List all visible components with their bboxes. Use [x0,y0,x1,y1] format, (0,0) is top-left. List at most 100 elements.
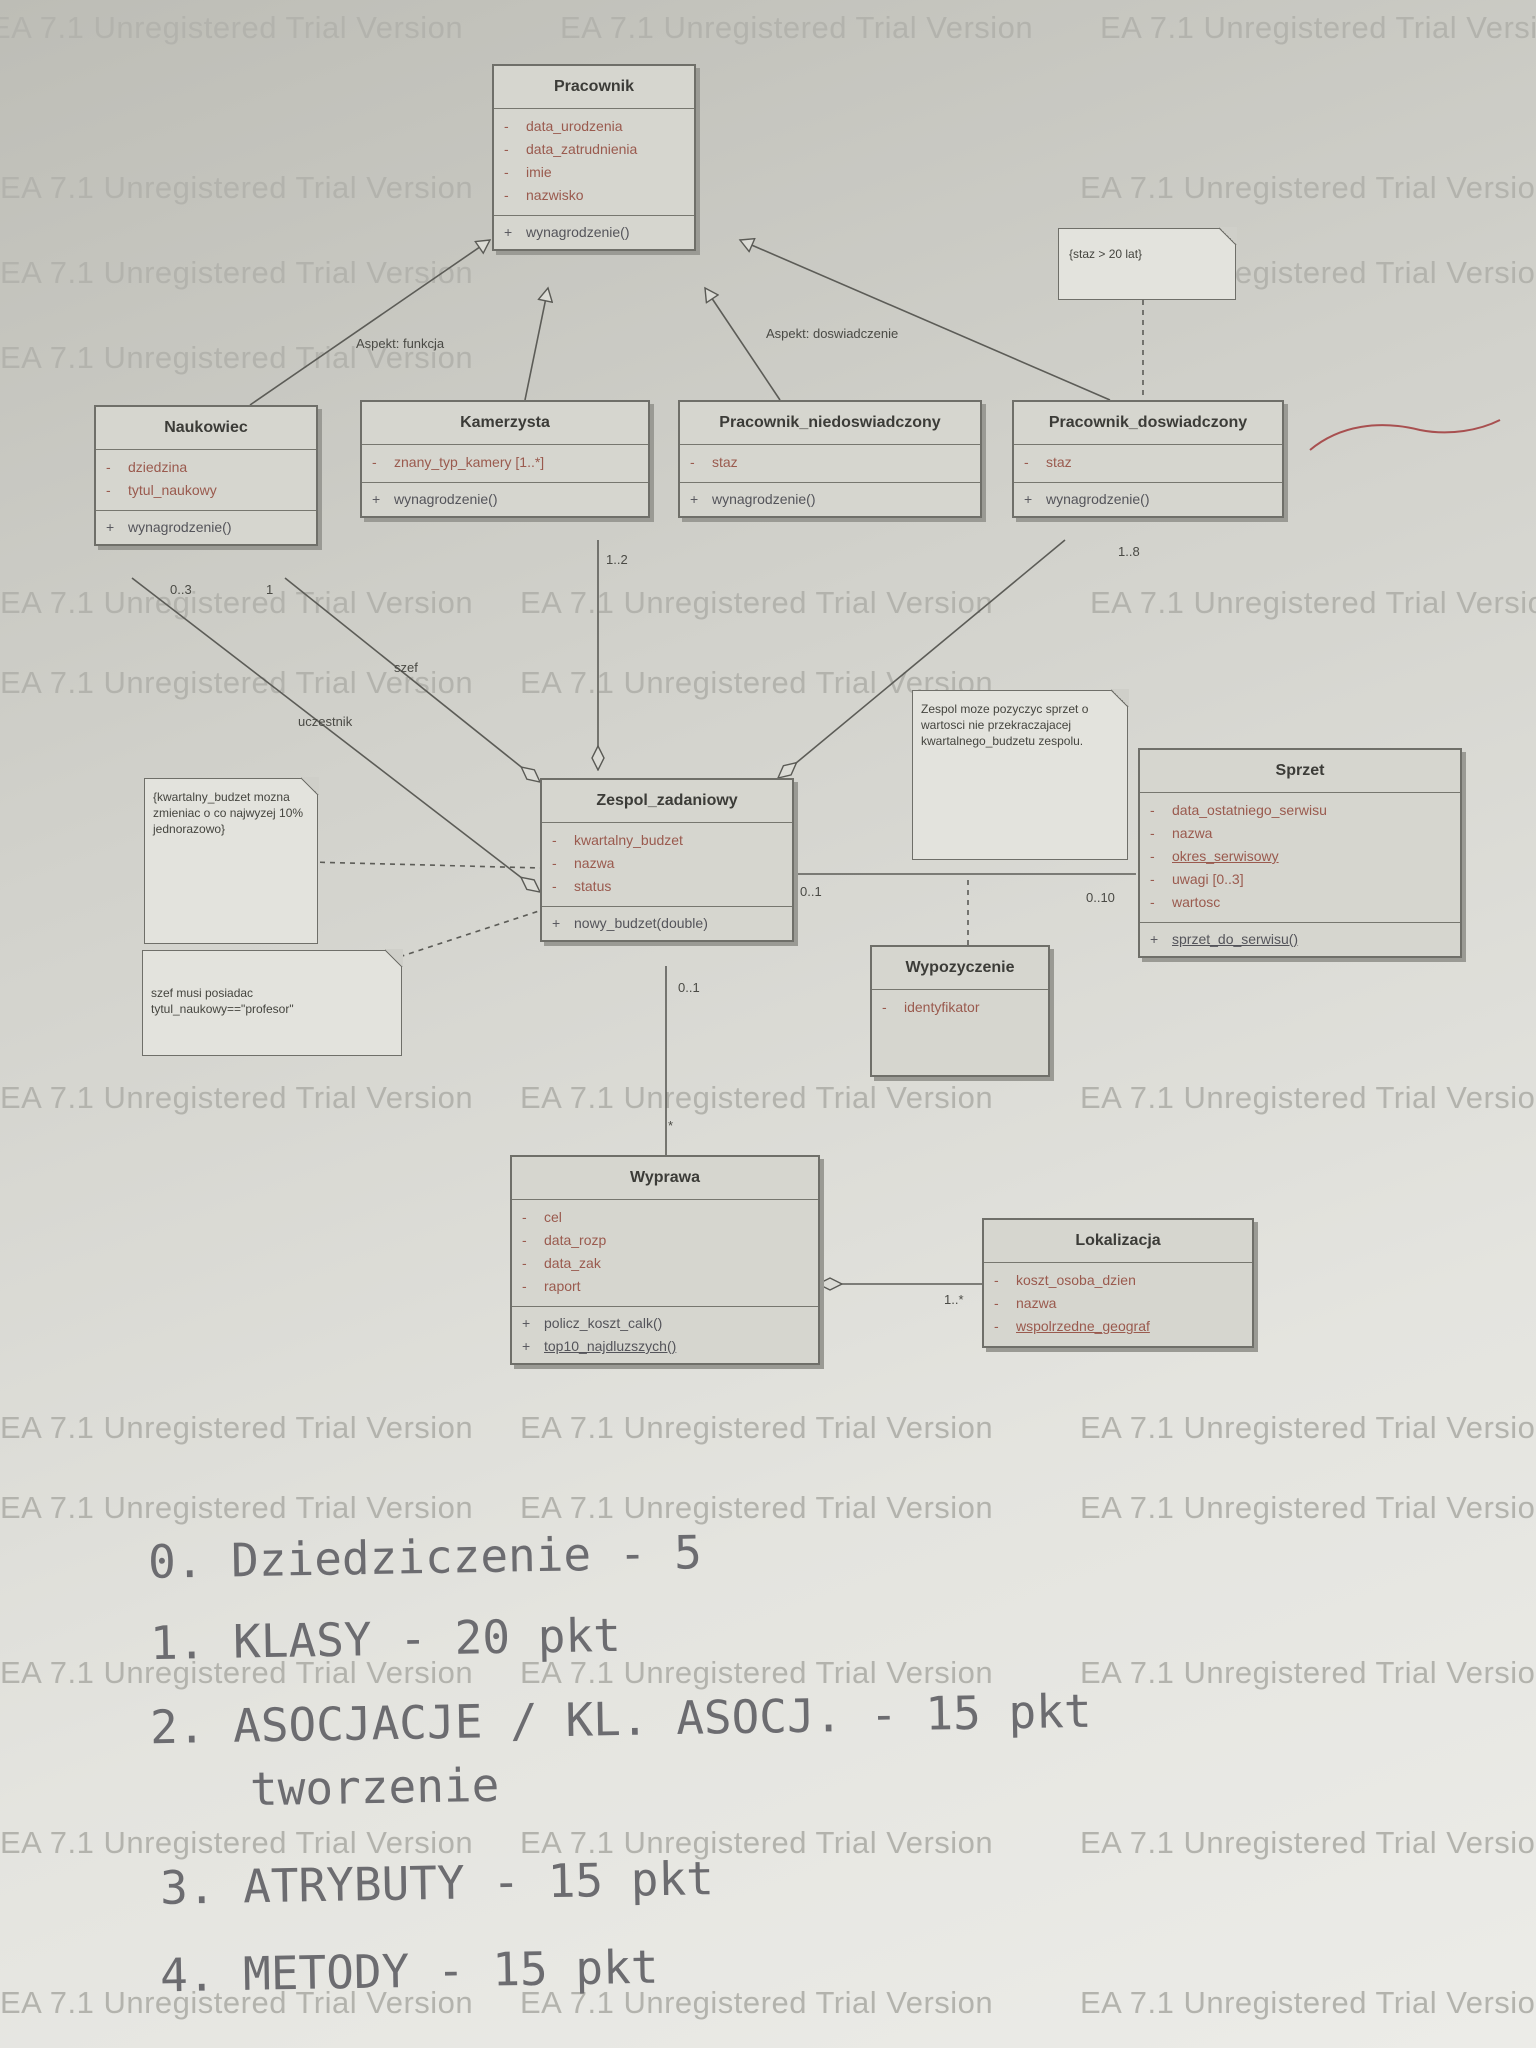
class-pracownik[interactable]: Pracownik data_urodzenia data_zatrudnien… [492,64,696,251]
handwritten-line: 0. Dziedziczenie - 5 [147,1525,703,1589]
label-aspekt-doswiadczenie: Aspekt: doswiadczenie [766,326,899,341]
watermark-text: EA 7.1 Unregistered Trial Version [0,170,474,205]
watermark-text: EA 7.1 Unregistered Trial Version [560,10,1034,45]
attribute: identyfikator [882,996,1038,1019]
attribute: dziedzina [106,456,306,479]
watermark-text: EA 7.1 Unregistered Trial Version [1080,1825,1536,1860]
watermark-text: EA 7.1 Unregistered Trial Version [0,1080,474,1115]
class-naukowiec[interactable]: Naukowiec dziedzina tytul_naukowy wynagr… [94,405,318,546]
label-role-uczestnik: uczestnik [298,714,353,729]
operation: wynagrodzenie() [106,516,306,539]
generalization-doswiadczony [740,240,1111,401]
class-name: Wyprawa [512,1157,818,1200]
operation: nowy_budzet(double) [552,912,782,935]
class-sprzet[interactable]: Sprzet data_ostatniego_serwisu nazwa okr… [1138,748,1462,958]
multiplicity: 0..1 [678,980,700,995]
multiplicity: 1 [266,582,274,597]
note-anchor-szef [389,909,543,961]
class-operations: policz_koszt_calk() top10_najdluzszych() [512,1307,818,1363]
attribute: uwagi [0..3] [1150,868,1450,891]
watermark-text: EA 7.1 Unregistered Trial Version [0,255,474,290]
attribute: znany_typ_kamery [1..*] [372,451,638,474]
attribute: kwartalny_budzet [552,829,782,852]
note-budzet-constraint: {kwartalny_budzet mozna zmieniac o co na… [144,777,319,944]
operation: wynagrodzenie() [372,488,638,511]
class-attributes: staz [1014,445,1282,483]
watermark-text: EA 7.1 Unregistered Trial Version [0,1655,474,1690]
watermark-text: EA 7.1 Unregistered Trial Version [0,665,474,700]
attribute: wartosc [1150,891,1450,914]
class-kamerzysta[interactable]: Kamerzysta znany_typ_kamery [1..*] wynag… [360,400,650,518]
pen-stroke [1309,419,1501,451]
attribute: tytul_naukowy [106,479,306,502]
note-szef-constraint: szef musi posiadac tytul_naukowy=="profe… [142,949,403,1056]
note-staz-constraint: {staz > 20 lat} [1058,227,1237,300]
operation: wynagrodzenie() [1024,488,1272,511]
class-attributes: koszt_osoba_dzien nazwa wspolrzedne_geog… [984,1263,1252,1346]
multiplicity: 0..3 [170,582,192,597]
attribute: data_urodzenia [504,115,684,138]
watermark-text: EA 7.1 Unregistered Trial Version [0,1490,474,1525]
watermark-text: EA 7.1 Unregistered Trial Version [0,1410,474,1445]
class-attributes: znany_typ_kamery [1..*] [362,445,648,483]
attribute: nazwisko [504,184,684,207]
class-operations: nowy_budzet(double) [542,907,792,940]
operation: top10_najdluzszych() [522,1335,808,1358]
watermark-text: EA 7.1 Unregistered Trial Version [1090,585,1536,620]
watermark-text: EA 7.1 Unregistered Trial Version [0,10,464,45]
class-pracownik-doswiadczony[interactable]: Pracownik_doswiadczony staz wynagrodzeni… [1012,400,1284,518]
watermark-text: EA 7.1 Unregistered Trial Version [520,1490,994,1525]
class-operations: wynagrodzenie() [680,483,980,516]
class-name: Pracownik [494,66,694,109]
operation: policz_koszt_calk() [522,1312,808,1335]
aggregation-szef [284,577,540,782]
multiplicity: 1..* [944,1292,964,1307]
class-attributes: staz [680,445,980,483]
watermark-text: EA 7.1 Unregistered Trial Version [1080,1080,1536,1115]
multiplicity: 0..10 [1086,890,1115,905]
class-zespol-zadaniowy[interactable]: Zespol_zadaniowy kwartalny_budzet nazwa … [540,778,794,942]
class-wyprawa[interactable]: Wyprawa cel data_rozp data_zak raport po… [510,1155,820,1365]
label-aspekt-funkcja: Aspekt: funkcja [356,336,445,351]
class-name: Sprzet [1140,750,1460,793]
attribute: imie [504,161,684,184]
attribute: data_zak [522,1252,808,1275]
class-operations: sprzet_do_serwisu() [1140,923,1460,956]
class-attributes: kwartalny_budzet nazwa status [542,823,792,907]
multiplicity: 1..8 [1118,544,1140,559]
attribute: nazwa [552,852,782,875]
watermark-text: EA 7.1 Unregistered Trial Version [1100,10,1536,45]
watermark-text: EA 7.1 Unregistered Trial Version [1080,1410,1536,1445]
attribute: nazwa [994,1292,1242,1315]
watermark-text: EA 7.1 Unregistered Trial Version [520,1080,994,1115]
class-attributes: dziedzina tytul_naukowy [96,450,316,511]
watermark-text: EA 7.1 Unregistered Trial Version [520,1825,994,1860]
class-lokalizacja[interactable]: Lokalizacja koszt_osoba_dzien nazwa wspo… [982,1218,1254,1348]
handwritten-line: 1. KLASY - 20 pkt [149,1607,622,1671]
class-attributes: data_ostatniego_serwisu nazwa okres_serw… [1140,793,1460,923]
note-anchor-budzet [309,861,543,869]
class-name: Wypozyczenie [872,947,1048,990]
class-attributes: identyfikator [872,990,1048,1027]
watermark-text: EA 7.1 Unregistered Trial Version [1080,1490,1536,1525]
class-wypozyczenie[interactable]: Wypozyczenie identyfikator [870,945,1050,1077]
attribute: staz [1024,451,1272,474]
watermark-text: EA 7.1 Unregistered Trial Version [1080,1655,1536,1690]
multiplicity: * [668,1118,674,1133]
multiplicity: 1..2 [606,552,628,567]
watermark-text: EA 7.1 Unregistered Trial Version [0,1825,474,1860]
handwritten-line: 4. METODY - 15 pkt [159,1939,659,2003]
operation: wynagrodzenie() [504,221,684,244]
class-name: Kamerzysta [362,402,648,445]
attribute: nazwa [1150,822,1450,845]
watermark-text: EA 7.1 Unregistered Trial Version [1080,1985,1536,2020]
class-operations: wynagrodzenie() [362,483,648,516]
watermark-text: EA 7.1 Unregistered Trial Version [0,585,474,620]
attribute: wspolrzedne_geograf [994,1315,1242,1338]
operation: wynagrodzenie() [690,488,970,511]
label-role-szef: szef [394,660,418,675]
class-name: Lokalizacja [984,1220,1252,1263]
class-pracownik-niedoswiadczony[interactable]: Pracownik_niedoswiadczony staz wynagrodz… [678,400,982,518]
class-name: Pracownik_doswiadczony [1014,402,1282,445]
